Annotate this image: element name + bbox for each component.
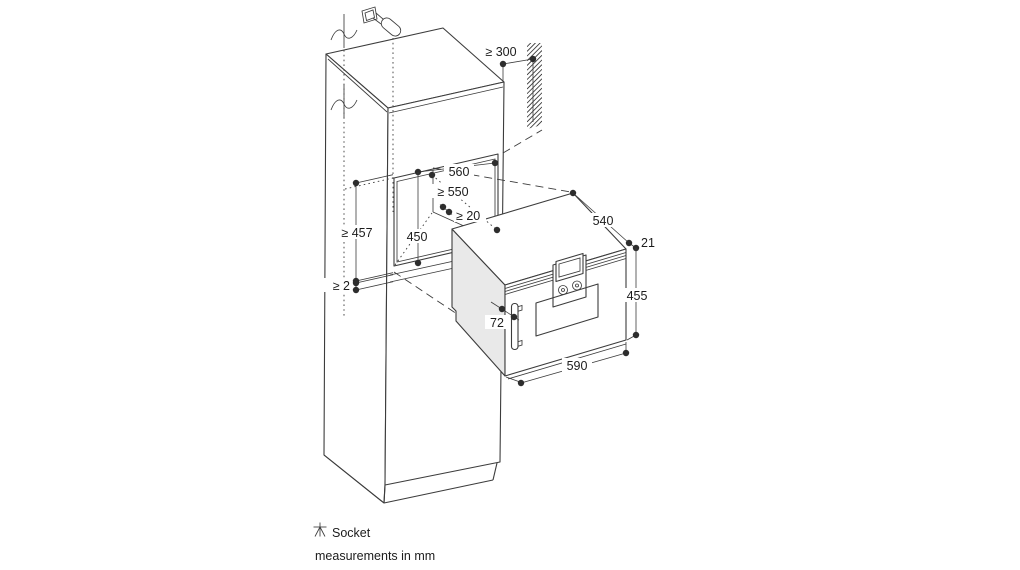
- legend: Socket measurements in mm: [313, 522, 435, 563]
- wall-hatch: [527, 43, 542, 129]
- dim-front-clearance-height: ≥ 457: [334, 174, 394, 285]
- dim-label-appliance-depth: 540: [593, 214, 614, 228]
- dim-label-rear-gap: ≥ 20: [456, 209, 480, 223]
- dim-wall-clearance: ≥ 300: [477, 43, 537, 122]
- dim-label-niche-height: 450: [407, 230, 428, 244]
- socket-legend-icon: [313, 522, 327, 537]
- dim-appliance-height: 455: [622, 248, 652, 341]
- dim-bottom-gap: ≥ 2: [323, 274, 394, 294]
- dim-handle-depth: 72: [485, 301, 520, 330]
- dim-appliance-width: 590: [505, 342, 630, 387]
- dim-label-niche-depth: ≥ 550: [437, 185, 468, 199]
- dim-front-overhang: 21: [625, 235, 658, 252]
- dim-label-wall-clearance: ≥ 300: [485, 45, 516, 59]
- oven-door-window: [535, 283, 599, 337]
- socket-legend-label: Socket: [332, 526, 371, 540]
- dim-label-front-clearance-height: ≥ 457: [341, 226, 372, 240]
- dim-niche-height: 450: [402, 172, 432, 267]
- dim-niche-width: 560: [414, 159, 499, 179]
- cabinet-front-face: [384, 81, 505, 486]
- dim-label-niche-width: 560: [449, 165, 470, 179]
- oven-display: [555, 252, 584, 283]
- socket-plug-icon: [361, 6, 402, 37]
- cabinet-plinth: [323, 454, 498, 504]
- dimensions: ≥ 300 560 ≥ 550 ≥ 20 450: [323, 43, 658, 387]
- dim-label-handle-depth: 72: [490, 316, 504, 330]
- dim-label-appliance-width: 590: [567, 359, 588, 373]
- tall-cabinet: [323, 14, 505, 504]
- dim-appliance-depth: 540: [569, 189, 630, 244]
- units-note: measurements in mm: [315, 549, 435, 563]
- dim-niche-depth: ≥ 550: [428, 171, 501, 234]
- dim-label-appliance-height: 455: [627, 289, 648, 303]
- projection-lines: [393, 129, 572, 317]
- dim-label-front-overhang: 21: [641, 236, 655, 250]
- dim-rear-gap: ≥ 20: [439, 203, 486, 223]
- oven: [451, 192, 627, 380]
- dim-label-bottom-gap: ≥ 2: [333, 279, 350, 293]
